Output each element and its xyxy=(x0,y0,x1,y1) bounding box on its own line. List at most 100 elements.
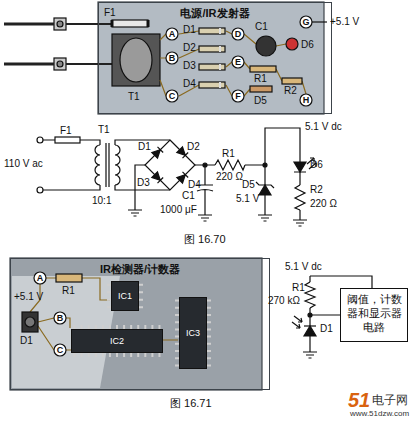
part-label: +5.1 V xyxy=(330,17,359,27)
drawing-part-part xyxy=(199,82,225,88)
drawing-part xyxy=(152,147,188,183)
drawing-part-part xyxy=(152,172,163,183)
part-label: D1 xyxy=(20,336,33,346)
power-board-part xyxy=(160,31,306,96)
part-label: F1 xyxy=(104,8,116,18)
callout-letter: D xyxy=(235,30,242,39)
callout-letter: F xyxy=(235,92,241,101)
part-label: C1 xyxy=(182,191,195,201)
part-label: 5.1 V dc xyxy=(305,122,342,132)
part-label: 110 V ac xyxy=(4,159,43,169)
power-board-part xyxy=(256,36,276,56)
detector-schematic-part xyxy=(304,326,316,336)
part-label: R2 xyxy=(284,86,297,96)
power-schematic-part xyxy=(256,182,274,188)
chip-label: IC2 xyxy=(108,336,126,346)
block-text: 阈值，计数器和显示器电路 xyxy=(345,293,403,334)
part-label: 5.1 V dc xyxy=(285,262,322,272)
drawing-part-part xyxy=(199,46,225,52)
power-board-part xyxy=(282,78,302,84)
drawing-part-part xyxy=(199,64,225,70)
part-label: R1 xyxy=(292,283,305,293)
drawing-part-part xyxy=(152,147,163,158)
part-label: D3 xyxy=(137,178,150,188)
power-board-part xyxy=(57,21,63,27)
drawing-part-part xyxy=(166,28,178,40)
detector-schematic-part xyxy=(305,282,315,308)
callout-letter: C xyxy=(169,92,176,101)
power-schematic-part xyxy=(195,128,300,165)
power-schematic-part xyxy=(294,172,306,220)
power-board-part xyxy=(112,20,148,27)
drawing-part-part xyxy=(177,172,188,183)
detector-schematic-part xyxy=(304,325,316,326)
watermark: 51 xyxy=(348,390,370,410)
power-board-part xyxy=(120,38,152,82)
power-board-part xyxy=(54,18,66,30)
figure-caption: 图 16.71 xyxy=(170,398,212,409)
part-label: D4 xyxy=(183,79,196,89)
callout-letter: B xyxy=(57,314,64,323)
drawing-part-part xyxy=(300,16,312,28)
watermark: 电子网 xyxy=(372,394,408,406)
part-label: R1 xyxy=(254,74,267,84)
circuit-board: IR检测器/计数器IC1IC2IC3 xyxy=(10,258,270,390)
detector-schematic-part xyxy=(292,316,302,328)
drawing-part-part xyxy=(166,52,178,64)
power-schematic-part xyxy=(259,185,271,195)
detector-board xyxy=(10,258,262,390)
drawing-part xyxy=(199,28,225,88)
drawing-part-part xyxy=(199,28,225,34)
drawing-part-part xyxy=(263,163,267,167)
power-board-part xyxy=(250,66,276,72)
part-label: +5.1 V xyxy=(14,292,43,302)
detector-board-part xyxy=(22,312,38,332)
power-board-part xyxy=(219,28,221,88)
drawing-part-part xyxy=(34,272,46,284)
power-schematic-part xyxy=(215,160,245,170)
detector-schematic-part xyxy=(310,308,340,352)
power-schematic-part xyxy=(43,140,100,190)
detector-schematic-part xyxy=(296,318,302,328)
drawing-part-part xyxy=(166,90,178,102)
part-label: D4 xyxy=(188,180,201,190)
power-board-part xyxy=(286,38,298,50)
callout-letter: A xyxy=(169,30,176,39)
part-label: D1 xyxy=(138,142,151,152)
callout-letter: C xyxy=(57,346,64,355)
part-label: 220 Ω xyxy=(310,199,337,209)
power-schematic-part xyxy=(95,145,100,185)
part-label: 5.1 V xyxy=(236,194,259,204)
part-label: R1 xyxy=(222,149,235,159)
part-label: D1 xyxy=(183,25,196,35)
detector-schematic-part xyxy=(303,352,317,358)
chip-label: IC3 xyxy=(184,328,202,338)
ic-chip: IC1 xyxy=(111,281,139,311)
callout-letter: E xyxy=(235,58,241,67)
part-label: D1 xyxy=(320,324,333,334)
part-label: 270 kΩ xyxy=(268,296,300,306)
power-schematic-part xyxy=(258,215,272,221)
power-board-part xyxy=(57,61,63,67)
part-label: D5 xyxy=(254,96,267,106)
part-label: 1000 μF xyxy=(160,205,197,215)
callout-letter: G xyxy=(302,18,309,27)
part-label: R1 xyxy=(62,286,75,296)
power-schematic-part xyxy=(294,162,306,172)
circuit-block-box: 阈值，计数器和显示器电路 xyxy=(340,288,408,342)
power-board xyxy=(4,2,327,114)
part-label: T1 xyxy=(128,92,140,102)
drawing-part-part xyxy=(177,147,188,158)
part-label: C1 xyxy=(255,22,268,32)
part-label: 220 Ω xyxy=(216,172,243,182)
detector-board-part xyxy=(56,274,82,282)
power-schematic-part xyxy=(106,143,109,187)
callout-letter: H xyxy=(303,96,310,105)
part-label: R2 xyxy=(310,185,323,195)
drawing-part-part xyxy=(54,312,66,324)
board-title: 电源/IR发射器 xyxy=(99,3,331,21)
power-schematic-part xyxy=(198,215,212,221)
power-board-part xyxy=(250,86,272,92)
